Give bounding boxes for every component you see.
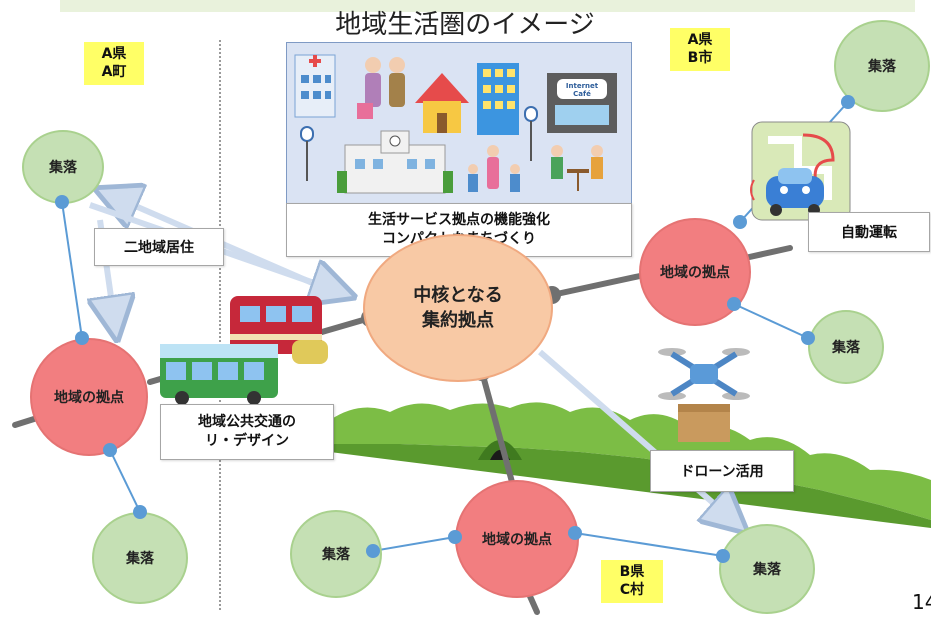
region-tag-a-town: A県 A町	[84, 42, 144, 85]
train-bus-icon	[160, 296, 328, 405]
prefecture-border	[219, 40, 221, 610]
link-dot	[716, 549, 730, 563]
transit-redesign-label: 地域公共交通の リ・デザイン	[160, 404, 334, 460]
region-municipality: A町	[101, 63, 127, 80]
region-tag-b-city: A県 B市	[670, 28, 730, 71]
autonomous-driving-label: 自動運転	[808, 212, 930, 252]
settlement-node: 集落	[719, 524, 815, 614]
region-tag-c-village: B県 C村	[601, 560, 663, 603]
link-dot	[75, 331, 89, 345]
cafe-sign-line-2: Café	[573, 90, 591, 98]
region-prefecture: B県	[619, 564, 645, 580]
regional-hub-a-town: 地域の拠点	[30, 338, 148, 456]
link-dot	[55, 195, 69, 209]
cafe-sign-line-1: Internet	[566, 82, 599, 90]
link-dot	[366, 544, 380, 558]
settlement-node: 集落	[808, 310, 884, 384]
link-dot	[448, 530, 462, 544]
transit-line-2: リ・デザイン	[205, 433, 289, 449]
transit-illustration	[160, 290, 332, 406]
link-dot	[733, 215, 747, 229]
region-prefecture: A県	[687, 32, 713, 48]
header-band	[60, 0, 915, 12]
link-dot	[568, 526, 582, 540]
autonomous-car-illustration	[748, 120, 854, 226]
hills-illustration	[330, 402, 931, 528]
region-municipality: B市	[687, 49, 713, 66]
region-municipality: C村	[619, 581, 645, 598]
transit-line-1: 地域公共交通の	[198, 414, 296, 431]
core-hub-node: 中核となる 集約拠点	[363, 234, 553, 382]
service-caption-line-1: 生活サービス拠点の機能強化	[368, 212, 550, 229]
core-hub-line-2: 集約拠点	[422, 310, 494, 331]
car-map-icon	[750, 121, 851, 221]
drone-usage-label: ドローン活用	[650, 450, 794, 492]
link-dot	[133, 505, 147, 519]
link-dot	[103, 443, 117, 457]
settlement-node: 集落	[92, 512, 188, 604]
link-dot	[801, 331, 815, 345]
service-illustration: Internet Café 生活サービス拠点の機能強化 コンパクトなまちづくり	[286, 42, 632, 257]
town-icons: Internet Café	[294, 54, 617, 194]
regional-hub-c-village: 地域の拠点	[455, 480, 579, 598]
regional-hub-b-city: 地域の拠点	[639, 218, 751, 326]
diagram-title: 地域生活圏のイメージ	[335, 10, 595, 40]
core-hub-line-1: 中核となる	[413, 284, 503, 306]
settlement-node: 集落	[22, 130, 104, 204]
link-dot	[727, 297, 741, 311]
dual-residence-label: 二地域居住	[94, 228, 224, 266]
page-number: 14	[912, 590, 931, 614]
drone-illustration	[656, 342, 752, 446]
drone-icon	[658, 348, 750, 442]
region-prefecture: A県	[101, 46, 127, 62]
link-dot	[841, 95, 855, 109]
